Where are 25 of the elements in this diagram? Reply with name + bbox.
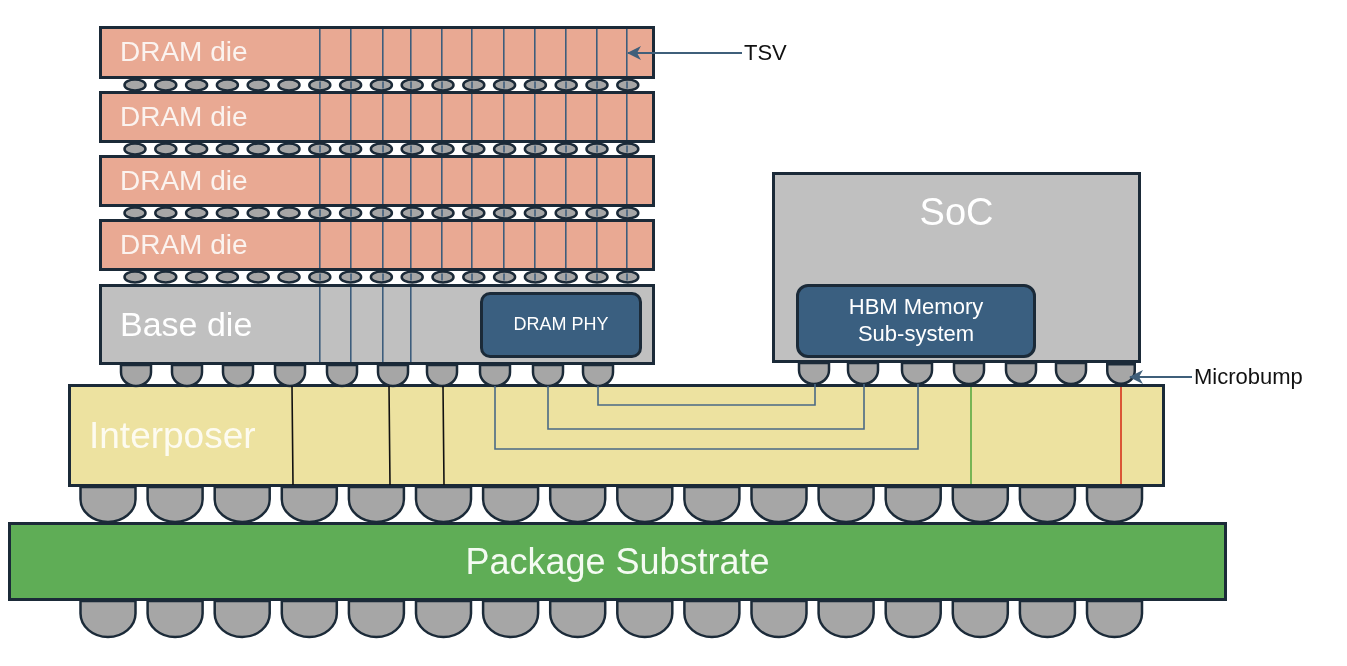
callout-label: TSV (744, 38, 796, 68)
phy-block (480, 292, 642, 358)
callout-label: Microbump (1194, 362, 1342, 392)
leader-arrow (627, 46, 743, 60)
dram-die (99, 219, 655, 271)
block-label: HBM Memory Sub-system (847, 294, 985, 348)
die-label: DRAM die (120, 99, 248, 134)
interposer-layer (68, 384, 1165, 487)
die-label: DRAM die (120, 227, 248, 262)
die-label: Base die (120, 303, 253, 345)
layer-label: Interposer (89, 413, 256, 458)
layer-label: Package Substrate (465, 539, 770, 584)
die-label: SoC (919, 190, 994, 235)
block-label: DRAM PHY (513, 314, 609, 336)
dram-die (99, 155, 655, 207)
base-die (99, 284, 655, 365)
microbump (1106, 363, 1136, 385)
die-label: DRAM die (120, 163, 248, 198)
package-substrate (8, 522, 1227, 601)
die-label: DRAM die (120, 35, 248, 70)
dram-die (99, 26, 655, 79)
dram-die (99, 91, 655, 143)
soc-die (772, 172, 1141, 363)
leader-arrow (1129, 370, 1193, 384)
subsystem-block (796, 284, 1036, 358)
